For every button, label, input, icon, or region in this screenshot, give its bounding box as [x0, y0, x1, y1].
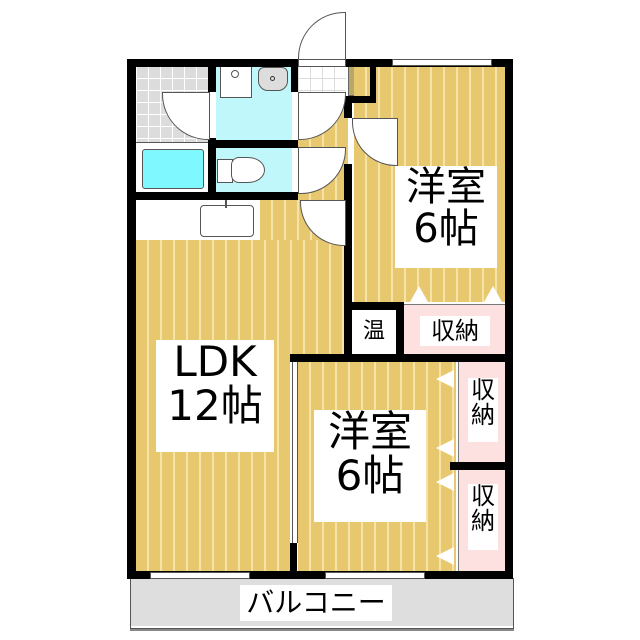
- water-heater-label: 温: [360, 318, 388, 346]
- closet-2-label-line2: 納: [471, 401, 495, 430]
- window-ldk-bottom: [150, 572, 250, 579]
- closet-2-label-line1: 収: [471, 376, 495, 404]
- wall-left: [127, 59, 136, 579]
- entrance-floor: [298, 66, 346, 96]
- wash-basin-icon: [258, 67, 288, 91]
- ldk-name: LDK: [173, 337, 257, 386]
- wall-ldk-room2-low: [290, 543, 297, 573]
- ldk-floor: [136, 240, 348, 360]
- western-room-2-name: 洋室: [327, 407, 412, 456]
- wall-room1-bottom: [344, 302, 404, 310]
- western-room-1-label: 洋室 6帖: [395, 166, 497, 268]
- closet-1-door-icon-left: [410, 286, 428, 302]
- wall-closet2-closet3: [450, 462, 510, 470]
- sliding-door-ldk-room2[interactable]: [292, 362, 298, 543]
- wall-ldk-room1: [344, 164, 352, 362]
- front-door[interactable]: [298, 12, 346, 59]
- wall-shoe-box-bottom: [344, 96, 376, 103]
- closet-3-label-line1: 収: [471, 482, 495, 510]
- toilet-bowl-icon: [231, 157, 265, 183]
- closet-1-door-icon-right: [484, 286, 502, 302]
- closet-3-door-icon-top: [436, 473, 454, 491]
- washing-machine-drain-icon: [231, 70, 239, 78]
- closet-3-door-icon-bottom: [436, 547, 454, 565]
- western-room-1-name: 洋室: [406, 164, 486, 210]
- faucet-icon: [225, 200, 227, 208]
- ldk-label: LDK 12帖: [156, 337, 274, 452]
- wall-room2-top: [290, 354, 513, 362]
- window-room1-top: [392, 59, 492, 66]
- wall-right: [505, 59, 513, 579]
- closet-1-label: 収納: [420, 316, 490, 346]
- wall-top-left: [127, 59, 299, 67]
- bathtub: [142, 149, 204, 189]
- wall-hall-room1: [344, 96, 352, 118]
- wall-bath-wash-low: [208, 138, 216, 194]
- front-door-threshold: [298, 59, 346, 67]
- western-room-2-label: 洋室 6帖: [314, 407, 426, 522]
- ldk-size: 12帖: [167, 381, 263, 431]
- basin-drain-icon: [270, 76, 275, 81]
- wall-service-bottom: [136, 192, 298, 200]
- wall-toilet-right: [291, 140, 298, 148]
- wall-wash-toilet: [208, 140, 298, 148]
- closet-3-label-line2: 納: [471, 507, 495, 536]
- western-room-1-size: 6帖: [413, 206, 479, 252]
- wall-heater-closet: [396, 302, 404, 358]
- wall-bath-wash: [208, 66, 216, 92]
- kitchen-sink-icon: [200, 205, 254, 237]
- closet-2-door-icon-bottom: [436, 439, 454, 457]
- closet-3-label: 収 納: [468, 482, 498, 550]
- wall-bottom: [127, 571, 513, 579]
- wall-shoe-box: [370, 59, 376, 103]
- closet-2-label: 収 納: [468, 376, 498, 442]
- western-room-2-size: 6帖: [335, 451, 405, 501]
- balcony-label: バルコニー: [240, 585, 392, 621]
- wall-wash-entry: [291, 66, 298, 92]
- window-room2-bottom: [325, 572, 425, 579]
- closet-2-door-icon-top: [436, 370, 454, 388]
